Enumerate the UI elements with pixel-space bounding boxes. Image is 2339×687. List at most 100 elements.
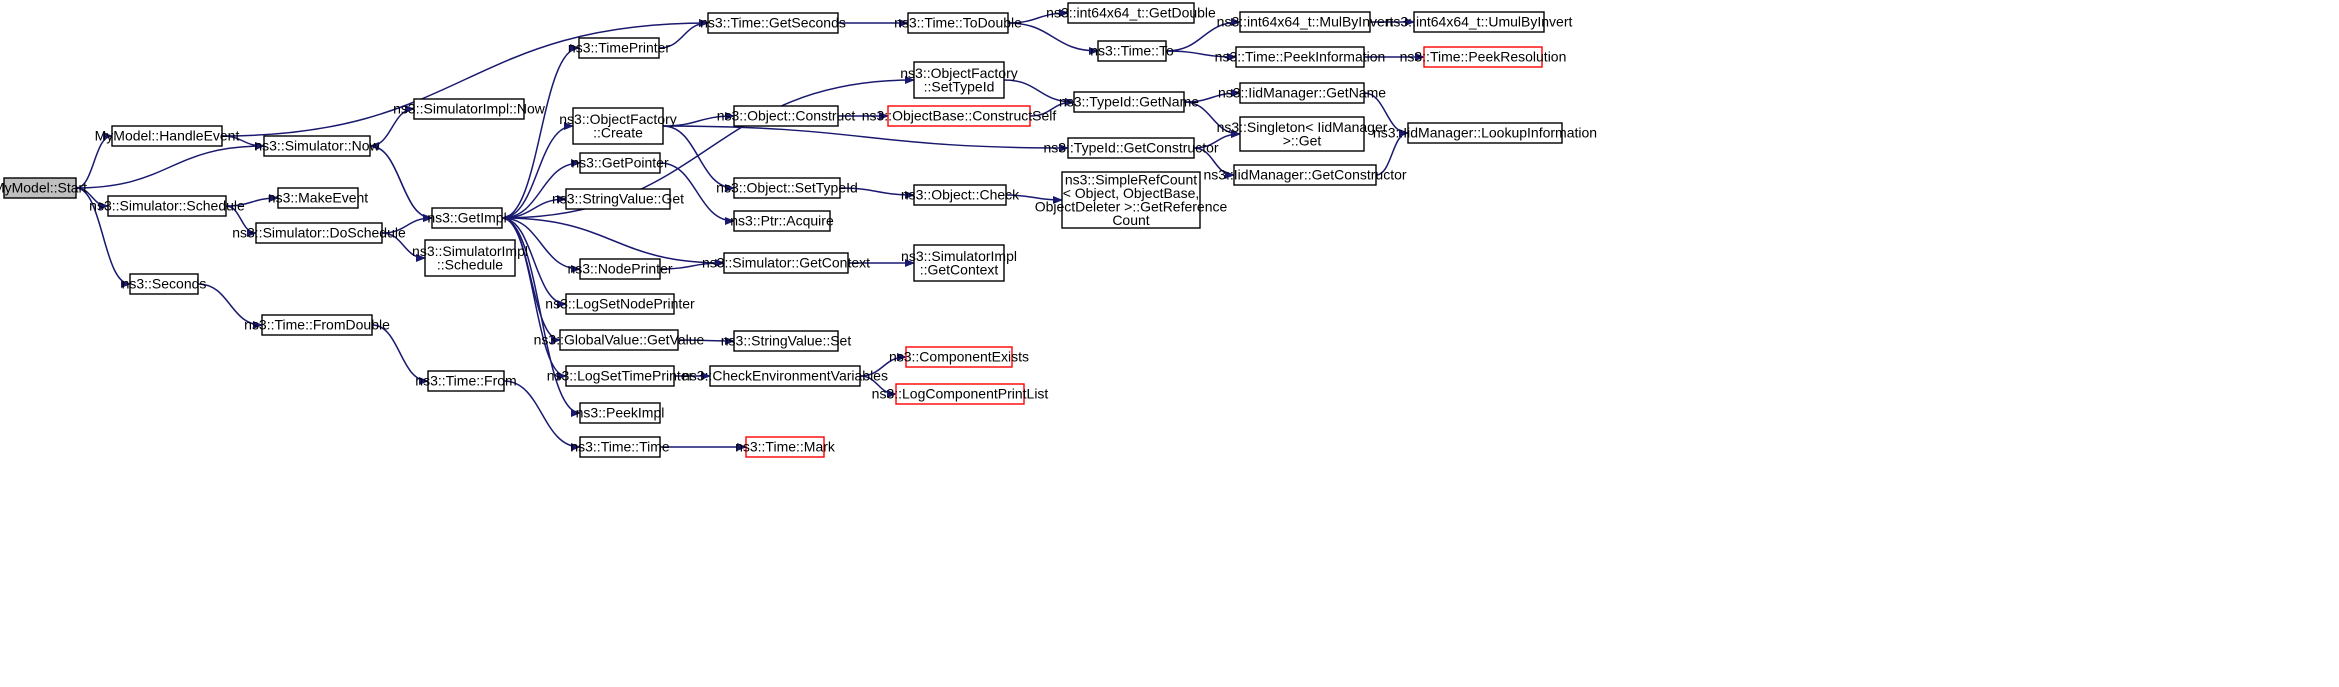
node-label-ofsettypeid-line-0: ns3::ObjectFactory <box>900 65 1018 81</box>
node-iidgetconstructor[interactable]: ns3::IidManager::GetConstructor <box>1203 164 1407 186</box>
node-box-objconstruct <box>733 105 839 127</box>
edge-todouble-to-timeto <box>1007 22 1099 55</box>
node-timetime[interactable]: ns3::Time::Time <box>570 436 670 458</box>
node-box-seconds <box>129 273 199 295</box>
node-box-todouble <box>907 12 1009 34</box>
node-handleevent[interactable]: MyModel::HandleEvent <box>95 125 240 147</box>
edge-getimpl-to-ofcreate <box>501 122 574 219</box>
node-timemark[interactable]: ns3::Time::Mark <box>735 436 836 458</box>
node-getseconds[interactable]: ns3::Time::GetSeconds <box>700 12 846 34</box>
node-label-timemark: ns3::Time::Mark <box>735 439 836 455</box>
node-label-logcomponentprintlist: ns3::LogComponentPrintList <box>872 386 1049 402</box>
node-typeidgetname[interactable]: ns3::TypeId::GetName <box>1059 91 1199 113</box>
edge-getimpl-to-logsettimeprinter <box>501 217 567 380</box>
node-label-singletonget-line-1: >::Get <box>1283 132 1322 148</box>
edge-timeto-to-peekinformation <box>1165 50 1237 61</box>
node-objsettypeid[interactable]: ns3::Object::SetTypeId <box>716 177 858 199</box>
node-box-timemark <box>745 436 825 458</box>
node-lookupinformation[interactable]: ns3::IidManager::LookupInformation <box>1373 122 1597 144</box>
node-box-objcheck <box>913 184 1007 206</box>
node-ptracquire[interactable]: ns3::Ptr::Acquire <box>730 210 834 232</box>
edge-getimpl-to-logsetnodeprinter <box>501 217 567 308</box>
node-constructself[interactable]: ns3::ObjectBase::ConstructSelf <box>862 105 1057 127</box>
node-timefrom[interactable]: ns3::Time::From <box>415 370 517 392</box>
node-todouble[interactable]: ns3::Time::ToDouble <box>894 12 1022 34</box>
edge-schedule-to-makeevent <box>225 194 279 207</box>
node-label-simplerefcount-line-2: ObjectDeleter >::GetReference <box>1035 198 1228 214</box>
node-now[interactable]: ns3::Simulator::Now <box>254 135 381 157</box>
node-peekimpl[interactable]: ns3::PeekImpl <box>576 402 665 424</box>
edge-getimpl-to-nodeprinter <box>501 217 581 273</box>
node-box-objsettypeid <box>733 177 841 199</box>
node-box-iidgetname <box>1239 82 1365 104</box>
node-box-timeprinter <box>578 37 660 59</box>
node-logsettimeprinter[interactable]: ns3::LogSetTimePrinter <box>547 365 694 387</box>
node-doschedule[interactable]: ns3::Simulator::DoSchedule <box>232 222 406 244</box>
node-peekresolution[interactable]: ns3::Time::PeekResolution <box>1400 46 1567 68</box>
edge-checkenv-to-componentexists <box>859 353 907 377</box>
edge-ofcreate-to-typeidgetconstructor <box>662 125 1069 152</box>
node-label-constructself: ns3::ObjectBase::ConstructSelf <box>862 108 1057 124</box>
node-box-nodeprinter <box>579 258 661 280</box>
node-simimplgetcontext[interactable]: ns3::SimulatorImpl::GetContext <box>901 244 1017 282</box>
node-iidgetname[interactable]: ns3::IidManager::GetName <box>1218 82 1386 104</box>
node-peekinformation[interactable]: ns3::Time::PeekInformation <box>1215 46 1386 68</box>
node-box-timeto <box>1097 40 1167 62</box>
node-box-start <box>3 177 77 199</box>
node-label-peekinformation: ns3::Time::PeekInformation <box>1215 49 1386 65</box>
node-ofcreate[interactable]: ns3::ObjectFactory::Create <box>559 107 677 145</box>
node-seconds[interactable]: ns3::Seconds <box>122 273 207 295</box>
node-box-logsettimeprinter <box>565 365 675 387</box>
node-typeidgetconstructor[interactable]: ns3::TypeId::GetConstructor <box>1043 137 1219 159</box>
node-label-simimplnow: ns3::SimulatorImpl::Now <box>393 101 546 117</box>
node-label-checkenv: ns3::CheckEnvironmentVariables <box>682 368 888 384</box>
node-label-ofcreate-line-0: ns3::ObjectFactory <box>559 111 677 127</box>
node-box-ofcreate <box>572 107 664 145</box>
node-box-doschedule <box>255 222 383 244</box>
node-simimplschedule[interactable]: ns3::SimulatorImpl::Schedule <box>412 239 528 277</box>
edge-handleevent-to-now <box>221 135 265 150</box>
node-box-typeidgetconstructor <box>1067 137 1195 159</box>
node-getimpl[interactable]: ns3::GetImpl <box>427 207 507 229</box>
node-box-stringvalueget <box>565 188 671 210</box>
node-label-peekimpl: ns3::PeekImpl <box>576 405 665 421</box>
node-start[interactable]: MyModel::Start <box>0 177 87 199</box>
node-componentexists[interactable]: ns3::ComponentExists <box>889 346 1029 368</box>
node-timeto[interactable]: ns3::Time::To <box>1090 40 1174 62</box>
node-umulbyinvert[interactable]: ns3::int64x64_t::UmulByInvert <box>1386 11 1573 33</box>
node-logsetnodeprinter[interactable]: ns3::LogSetNodePrinter <box>545 293 695 315</box>
node-label-simimplschedule-line-1: ::Schedule <box>437 256 503 272</box>
node-objcheck[interactable]: ns3::Object::Check <box>901 184 1020 206</box>
node-box-iidgetconstructor <box>1233 164 1377 186</box>
node-box-gvgetvalue <box>559 329 679 351</box>
node-ofsettypeid[interactable]: ns3::ObjectFactory::SetTypeId <box>900 61 1018 99</box>
node-objconstruct[interactable]: ns3::Object::Construct <box>717 105 856 127</box>
node-label-simimplgetcontext-line-0: ns3::SimulatorImpl <box>901 248 1017 264</box>
node-fromdouble[interactable]: ns3::Time::FromDouble <box>244 314 390 336</box>
edge-gvgetvalue-to-stringvalueset <box>677 336 735 345</box>
node-gvgetvalue[interactable]: ns3::GlobalValue::GetValue <box>534 329 705 351</box>
node-box-handleevent <box>111 125 223 147</box>
node-box-makeevent <box>277 187 359 209</box>
node-stringvalueget[interactable]: ns3::StringValue::Get <box>552 188 684 210</box>
node-simimplnow[interactable]: ns3::SimulatorImpl::Now <box>393 98 546 120</box>
node-simplerefcount[interactable]: ns3::SimpleRefCount< Object, ObjectBase,… <box>1035 171 1228 229</box>
node-getpointer[interactable]: ns3::GetPointer <box>571 152 669 174</box>
edge-getimpl-to-now <box>369 142 433 219</box>
node-nodeprinter[interactable]: ns3::NodePrinter <box>567 258 673 280</box>
node-timeprinter[interactable]: ns3::TimePrinter <box>568 37 671 59</box>
node-schedule[interactable]: ns3::Simulator::Schedule <box>89 195 245 217</box>
node-logcomponentprintlist[interactable]: ns3::LogComponentPrintList <box>872 383 1049 405</box>
node-simgetcontext[interactable]: ns3::Simulator::GetContext <box>702 252 870 274</box>
node-stringvalueset[interactable]: ns3::StringValue::Set <box>721 330 852 352</box>
node-getdouble[interactable]: ns3::int64x64_t::GetDouble <box>1046 2 1216 24</box>
node-singletonget[interactable]: ns3::Singleton< IidManager>::Get <box>1217 116 1388 152</box>
node-checkenv[interactable]: ns3::CheckEnvironmentVariables <box>682 365 888 387</box>
node-label-umulbyinvert: ns3::int64x64_t::UmulByInvert <box>1386 14 1573 30</box>
node-box-schedule <box>107 195 227 217</box>
node-label-stringvalueset: ns3::StringValue::Set <box>721 333 852 349</box>
node-label-gvgetvalue: ns3::GlobalValue::GetValue <box>534 332 705 348</box>
node-mulbyinvert[interactable]: ns3::int64x64_t::MulByInvert <box>1217 11 1394 33</box>
node-makeevent[interactable]: ns3::MakeEvent <box>268 187 368 209</box>
edge-start-to-now <box>75 142 265 189</box>
